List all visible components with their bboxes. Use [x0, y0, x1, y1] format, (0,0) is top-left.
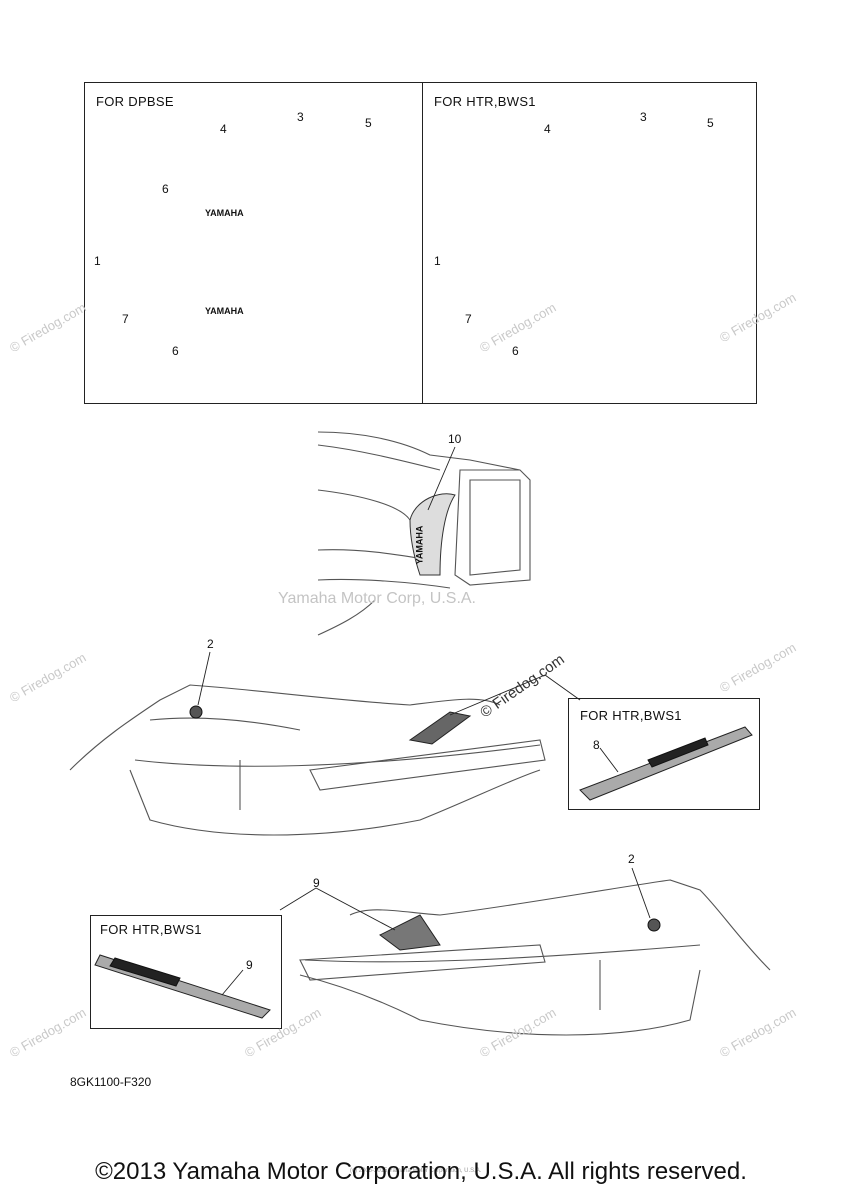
copyright-notice: ©2013 Yamaha Motor Corporation, U.S.A. A… [95, 1158, 747, 1185]
callout-9: 9 [313, 876, 320, 890]
panel-for-htr-bws1-mid [568, 698, 760, 810]
panel-for-htr-bws1-bottom [90, 915, 282, 1029]
decal-yamaha-text-lower: YAMAHA [205, 306, 244, 316]
callout-6-lower: 6 [172, 344, 179, 358]
callout-3-right: 3 [640, 110, 647, 124]
jetski-side-view-upper [69, 651, 581, 836]
jetski-side-view-lower [279, 867, 771, 1036]
callout-1: 1 [94, 254, 101, 268]
callout-6: 6 [162, 182, 169, 196]
inset-decal-9 [94, 954, 271, 1019]
decal-yamaha-text-upper: YAMAHA [205, 208, 244, 218]
callout-7: 7 [122, 312, 129, 326]
callout-7-right: 7 [465, 312, 472, 326]
callout-4-right: 4 [544, 122, 551, 136]
watermark-center: Yamaha Motor Corp, U.S.A. [278, 590, 476, 607]
callout-2-upper: 2 [207, 637, 214, 651]
figure-code: 8GK1100-F320 [70, 1075, 152, 1089]
label-for-htr-bws1-bottom: FOR HTR,BWS1 [100, 922, 202, 937]
label-for-htr-bws1-top: FOR HTR,BWS1 [434, 94, 536, 109]
callout-1-right: 1 [434, 254, 441, 268]
decal-10-area [409, 493, 456, 576]
callout-5-right: 5 [707, 116, 714, 130]
jetski-rear-view [317, 431, 531, 636]
panel-for-htr-bws1-top [422, 82, 757, 404]
callout-4: 4 [220, 122, 227, 136]
panel-for-dpbse [84, 82, 424, 404]
tiny-copyright: (c) 2005-2015 Yamaha Motor Corporation, … [350, 1168, 482, 1174]
callout-9-inset: 9 [246, 958, 253, 972]
callout-5: 5 [365, 116, 372, 130]
label-for-dpbse: FOR DPBSE [96, 94, 174, 109]
callout-10: 10 [448, 432, 462, 446]
emblem-2-lower [647, 918, 661, 932]
decal-8-on-side [408, 711, 472, 745]
callout-6-right: 6 [512, 344, 519, 358]
inset-decal-8 [579, 726, 753, 801]
callout-3: 3 [297, 110, 304, 124]
decal-yamaha-rear: YAMAHA [414, 525, 425, 565]
callout-8: 8 [593, 738, 600, 752]
callout-2-lower: 2 [628, 852, 635, 866]
label-for-htr-bws1-mid: FOR HTR,BWS1 [580, 708, 682, 723]
emblem-2-upper [189, 705, 203, 719]
decal-9-on-side [379, 914, 441, 951]
